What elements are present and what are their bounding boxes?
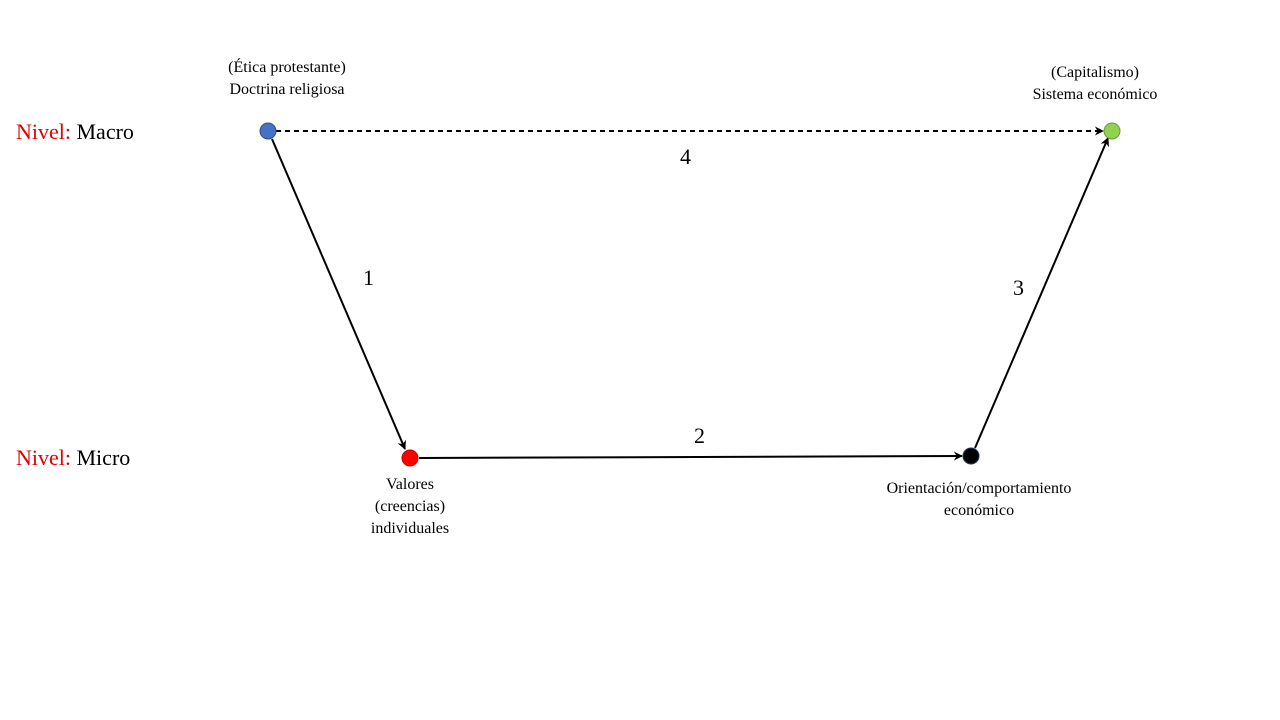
edge-3-label: 3 [1013, 275, 1024, 300]
node-doctrine-label: (Ética protestante) Doctrina religiosa [187, 57, 387, 101]
node-doctrine-label-line1: (Ética protestante) [228, 59, 346, 76]
node-system-label-line2: Sistema económico [1032, 86, 1158, 103]
node-values-label-line2: (creencias) [374, 498, 446, 515]
node-system-dot [1103, 122, 1121, 140]
node-doctrine-label-line2: Doctrina religiosa [229, 81, 345, 98]
edge-4-label: 4 [680, 144, 691, 169]
level-prefix: Nivel: [16, 119, 71, 144]
edge-1-arrow [271, 138, 406, 450]
node-doctrine-dot [259, 122, 277, 140]
edge-2-arrow [418, 451, 963, 461]
edge-3-arrow [974, 137, 1109, 449]
edge-2-label: 2 [694, 423, 705, 448]
level-name: Macro [76, 119, 134, 144]
node-values-label-line3: individuales [370, 520, 450, 537]
node-values-label-line1: Valores [386, 476, 434, 493]
level-label-macro: Nivel: Macro [16, 119, 134, 145]
level-prefix: Nivel: [16, 445, 71, 470]
node-orientation-dot [962, 447, 980, 465]
node-orientation-label-line1: Orientación/comportamiento [886, 480, 1072, 497]
node-values-label: Valores (creencias) individuales [340, 474, 480, 540]
node-orientation-label: Orientación/comportamiento económico [859, 478, 1099, 522]
edge-1-label: 1 [363, 265, 374, 290]
level-label-micro: Nivel: Micro [16, 445, 130, 471]
node-system-label-line1: (Capitalismo) [1051, 64, 1139, 81]
node-orientation-label-line2: económico [943, 502, 1015, 519]
node-values-dot [401, 449, 419, 467]
node-system-label: (Capitalismo) Sistema económico [995, 62, 1195, 106]
level-name: Micro [76, 445, 131, 470]
